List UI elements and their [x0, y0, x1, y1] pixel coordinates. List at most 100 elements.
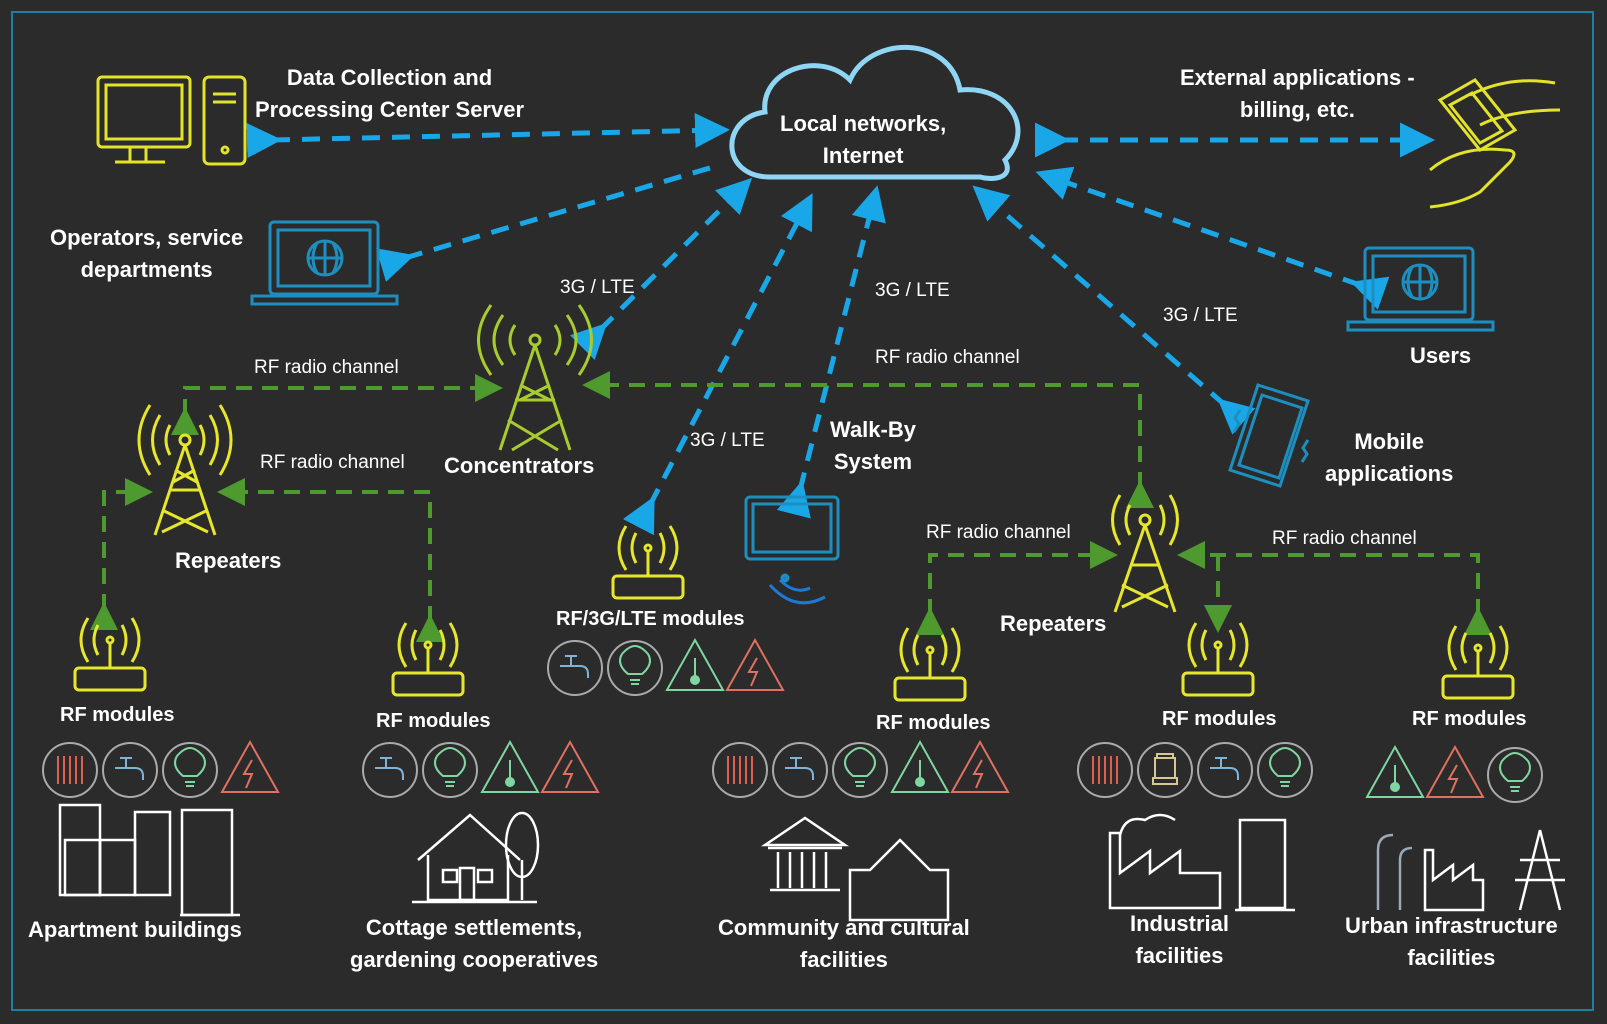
- power-alert-icon: [725, 637, 785, 691]
- module-label-apartments: RF modules: [60, 704, 175, 726]
- users-laptop-icon: [1346, 246, 1495, 332]
- server-computer-icon: [96, 75, 247, 166]
- link-walkby-cloud: [776, 185, 886, 519]
- walk-by-label-line2: System: [833, 449, 913, 474]
- repeater-tower-left-icon: [137, 404, 233, 536]
- walk-by-label: Walk-By System: [830, 414, 916, 478]
- link-users-cloud: [1035, 166, 1390, 310]
- water-meter-icon: [102, 742, 158, 798]
- cottage-house-icon: [412, 811, 540, 904]
- cloud-label: Local networks, Internet: [780, 108, 946, 172]
- facility-label-urban: Urban infrastructure facilities: [1345, 910, 1558, 974]
- electricity-meter-icon: [832, 742, 888, 798]
- rf-module-icon: [73, 617, 147, 692]
- facility-label-community: Community and cultural facilities: [718, 912, 970, 976]
- rf-module-icon: [611, 525, 685, 600]
- module-label-cottages: RF modules: [376, 710, 491, 732]
- diagram-frame: [11, 11, 1594, 1011]
- operators-laptop-icon: [250, 220, 399, 306]
- rf-module-icon: [391, 622, 465, 697]
- link-label-rf-right-b: RF radio channel: [1272, 528, 1417, 549]
- link-label-lte-walkby: 3G / LTE: [875, 280, 950, 301]
- meter-icons: [42, 637, 1543, 803]
- users-label: Users: [1410, 343, 1472, 368]
- facility-label-urban-line1: Urban infrastructure: [1345, 913, 1558, 938]
- electricity-meter-icon: [162, 742, 218, 798]
- link-operators-cloud: [376, 162, 721, 282]
- link-modules-cloud: [622, 193, 813, 536]
- module-label-community: RF modules: [876, 712, 991, 734]
- heating-meter-icon: [1077, 742, 1133, 798]
- apartment-buildings-icon: [58, 803, 240, 917]
- server-label: Data Collection and Processing Center Se…: [255, 62, 524, 126]
- cloud-icon: [729, 45, 1021, 181]
- link-label-rf-top-right: RF radio channel: [875, 347, 1020, 368]
- water-meter-icon: [547, 640, 603, 696]
- facility-label-industrial: Industrial facilities: [1130, 908, 1229, 972]
- facility-label-community-line2: facilities: [799, 947, 888, 972]
- repeater-tower-right-icon: [1111, 494, 1179, 613]
- facility-label-apartments-line1: Apartment buildings: [28, 917, 242, 942]
- facility-label-cottages: Cottage settlements, gardening cooperati…: [350, 912, 598, 976]
- repeaters-left-label: Repeaters: [175, 548, 282, 573]
- facility-label-community-line1: Community and cultural: [718, 915, 970, 940]
- cloud-label-line2: Internet: [822, 143, 904, 168]
- temperature-alert-icon: [890, 739, 950, 793]
- link-label-lte-modules: 3G / LTE: [690, 430, 765, 451]
- radio-links: [90, 371, 1492, 642]
- facility-label-cottages-line1: Cottage settlements,: [365, 915, 583, 940]
- external-apps-label-line1: External applications -: [1180, 65, 1415, 90]
- server-label-line2: Processing Center Server: [255, 97, 525, 122]
- electricity-meter-icon: [607, 640, 663, 696]
- water-meter-icon: [772, 742, 828, 798]
- rf-module-icons: [73, 525, 1515, 702]
- link-label-lte-concentrator: 3G / LTE: [560, 277, 635, 298]
- industrial-factory-icon: [1108, 813, 1295, 912]
- facility-label-cottages-line2: gardening cooperatives: [350, 947, 599, 972]
- external-apps-label: External applications - billing, etc.: [1180, 62, 1415, 126]
- gas-lamp-icon: [1137, 742, 1193, 798]
- power-alert-icon: [540, 739, 600, 793]
- facility-label-urban-line2: facilities: [1407, 945, 1496, 970]
- electricity-meter-icon: [1257, 742, 1313, 798]
- module-label-lte: RF/3G/LTE modules: [556, 608, 745, 630]
- electricity-meter-icon: [1487, 747, 1543, 803]
- concentrator-tower-icon: [477, 304, 593, 452]
- link-label-lte-mobile: 3G / LTE: [1163, 305, 1238, 326]
- mobile-phone-icon: [1228, 383, 1310, 488]
- rf-module-icon: [1441, 625, 1515, 700]
- rf-module-icon: [1181, 622, 1255, 697]
- operators-label: Operators, service departments: [50, 222, 243, 286]
- water-meter-icon: [362, 742, 418, 798]
- power-alert-icon: [220, 739, 280, 793]
- server-label-line1: Data Collection and: [286, 65, 493, 90]
- power-alert-icon: [1425, 744, 1485, 798]
- external-apps-label-line2: billing, etc.: [1239, 97, 1355, 122]
- electricity-meter-icon: [422, 742, 478, 798]
- operators-label-line2: departments: [80, 257, 213, 282]
- facility-label-apartments: Apartment buildings: [28, 914, 242, 946]
- link-label-rf-right-a: RF radio channel: [926, 522, 1071, 543]
- concentrators-label: Concentrators: [444, 453, 595, 478]
- cellular-links: [246, 113, 1435, 536]
- heating-meter-icon: [42, 742, 98, 798]
- community-buildings-icon: [760, 816, 950, 922]
- link-concentrator-cloud: [569, 177, 753, 361]
- link-label-rf-mid-left: RF radio channel: [260, 452, 405, 473]
- walk-by-tablet-icon: [744, 495, 840, 605]
- facility-label-industrial-line2: facilities: [1135, 943, 1224, 968]
- mobile-label: Mobile applications: [1325, 426, 1453, 490]
- mobile-label-line2: applications: [1325, 461, 1454, 486]
- heating-meter-icon: [712, 742, 768, 798]
- link-server-cloud: [246, 113, 730, 159]
- facility-label-industrial-line1: Industrial: [1130, 911, 1230, 936]
- module-label-urban: RF modules: [1412, 708, 1527, 730]
- walk-by-label-line1: Walk-By: [830, 417, 916, 442]
- mobile-label-line1: Mobile: [1354, 429, 1425, 454]
- link-label-rf-top-left: RF radio channel: [254, 357, 399, 378]
- repeaters-right-label: Repeaters: [1000, 611, 1107, 636]
- module-label-industrial: RF modules: [1162, 708, 1277, 730]
- rf-module-icon: [893, 627, 967, 702]
- cloud-label-line1: Local networks,: [780, 111, 947, 136]
